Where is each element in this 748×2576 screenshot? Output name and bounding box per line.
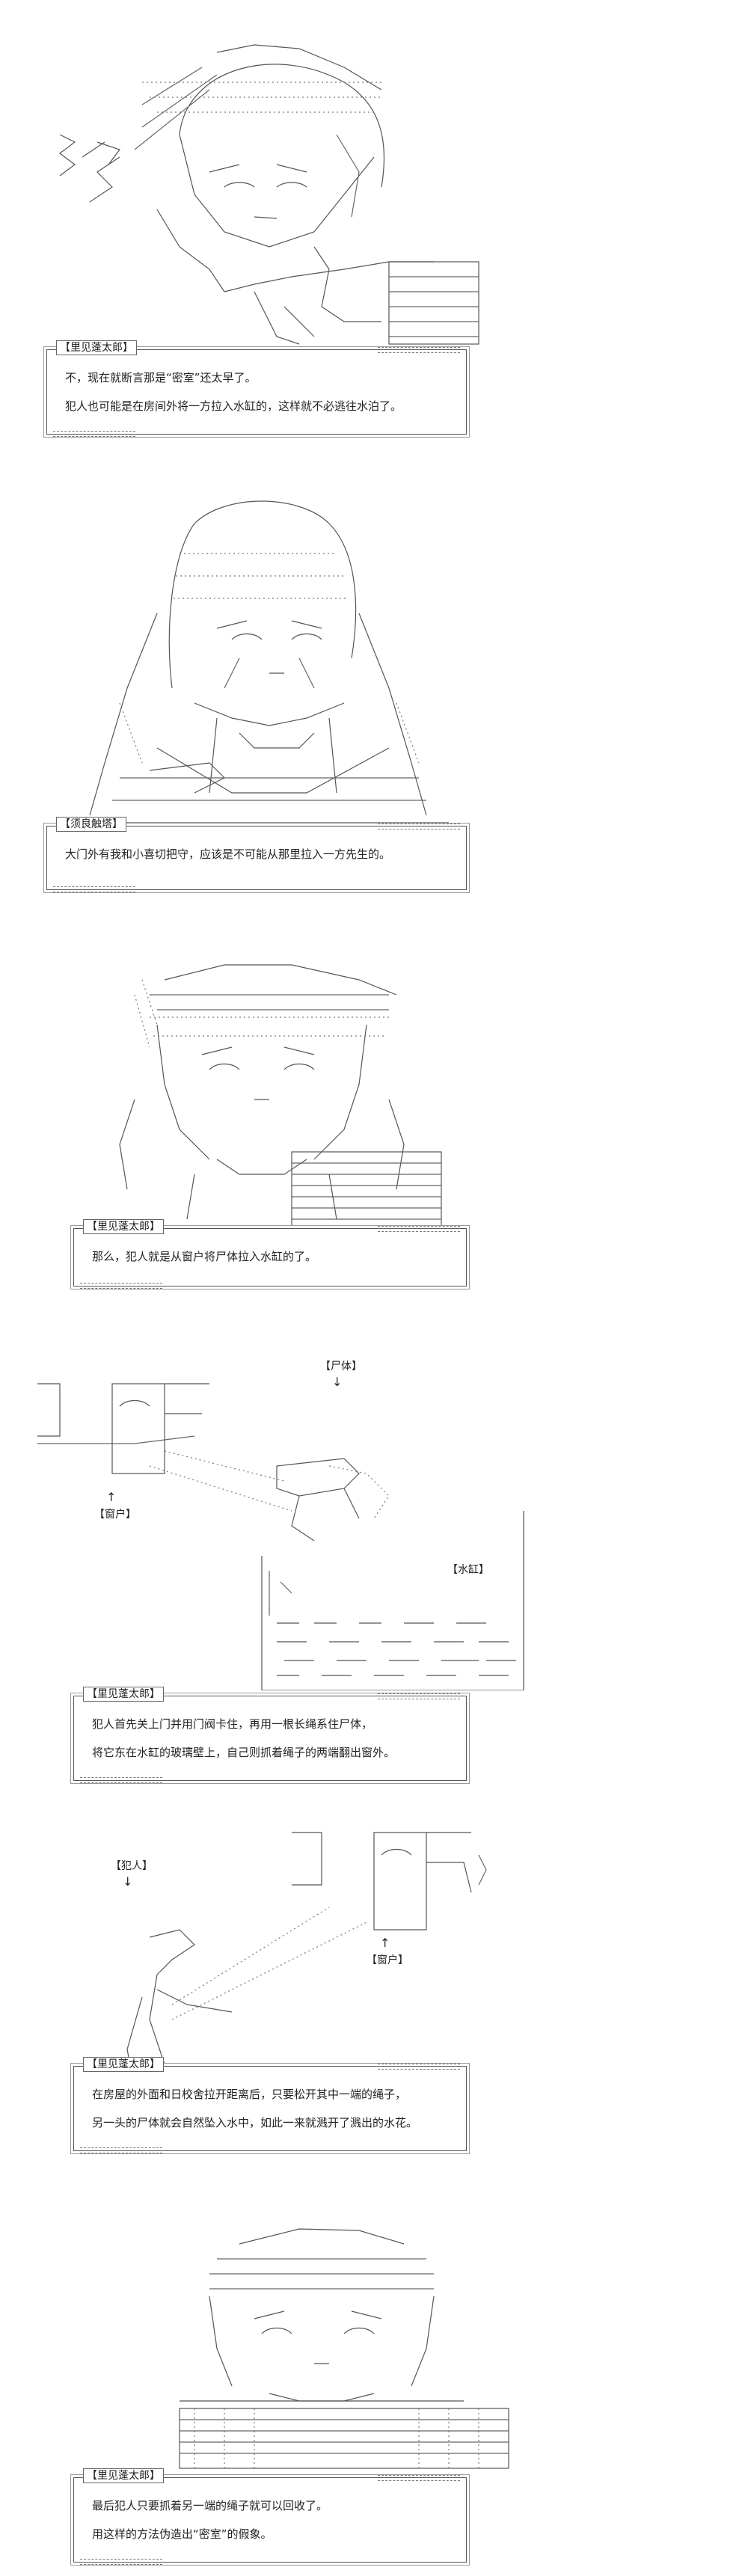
speaker-name: 【里见蓬太郎】	[83, 2468, 164, 2483]
dialog-box-4: 【里见蓬太郎】 犯人首先关上门并用门阀卡住，再用一根长绳系住尸体， 将它东在水缸…	[73, 1687, 467, 1783]
dialog-box-5: 【里见蓬太郎】 在房屋的外面和日校舍拉开距离后，只要松开其中一端的绳子， 另一头…	[73, 2057, 467, 2153]
character-art-3	[119, 964, 442, 1227]
dialog-line: 不，现在就断言那是“密室”还太早了。	[65, 371, 257, 384]
character-art-1	[59, 44, 479, 345]
dialog-box-3: 【里见蓬太郎】 那么，犯人就是从窗户将尸体拉入水缸的了。	[73, 1219, 467, 1289]
label-tank: 【水缸】	[447, 1564, 489, 1576]
dialog-decoration	[80, 1283, 162, 1289]
character-art-6	[179, 2228, 509, 2469]
panel-3: 【里见蓬太郎】 那么，犯人就是从窗户将尸体拉入水缸的了。	[0, 942, 748, 1294]
dialog-decoration	[80, 1777, 162, 1783]
scene-window-and-tank	[37, 1383, 524, 1690]
arrow-down-icon: ↓	[123, 1874, 133, 1889]
arrow-up-icon: ↑	[106, 1490, 117, 1504]
dialog-decoration	[378, 1226, 460, 1232]
speaker-name: 【里见蓬太郎】	[83, 2057, 164, 2072]
dialog-line: 最后犯人只要抓着另一端的绳子就可以回收了。	[92, 2499, 328, 2512]
panel-5: 【犯人】 ↓ ↑ 【窗户】 【里见蓬太郎】 在房屋的外面和日校舍拉开距离后，只要…	[0, 1810, 748, 2184]
character-art-2	[89, 500, 449, 824]
label-culprit: 【犯人】	[111, 1860, 153, 1872]
dialog-box-6: 【里见蓬太郎】 最后犯人只要抓着另一端的绳子就可以回收了。 用这样的方法伪造出“…	[73, 2468, 467, 2565]
dialog-line: 犯人也可能是在房间外将一方拉入水缸的，这样就不必逃往水泊了。	[65, 399, 402, 413]
dialog-decoration	[378, 1693, 460, 1699]
dialog-line: 在房屋的外面和日校舍拉开距离后，只要松开其中一端的绳子，	[92, 2088, 407, 2101]
dialog-line: 将它东在水缸的玻璃壁上，自己则抓着绳子的两端翻出窗外。	[92, 1746, 396, 1759]
dialog-text: 犯人首先关上门并用门阀卡住，再用一根长绳系住尸体， 将它东在水缸的玻璃壁上，自己…	[92, 1710, 453, 1767]
speaker-name: 【里见蓬太郎】	[83, 1219, 164, 1234]
dialog-text: 大门外有我和小喜切把守，应该是不可能从那里拉入一方先生的。	[65, 840, 453, 868]
panel-2: 【须良触塔】 大门外有我和小喜切把守，应该是不可能从那里拉入一方先生的。	[0, 464, 748, 913]
label-window: 【窗户】	[367, 1954, 408, 1966]
speaker-name: 【里见蓬太郎】	[83, 1687, 164, 1702]
dialog-decoration	[53, 431, 135, 437]
arrow-down-icon: ↓	[332, 1375, 343, 1389]
label-corpse: 【尸体】	[320, 1361, 362, 1373]
dialog-text: 在房屋的外面和日校舍拉开距离后，只要松开其中一端的绳子， 另一头的尸体就会自然坠…	[92, 2080, 453, 2137]
dialog-text: 那么，犯人就是从窗户将尸体拉入水缸的了。	[92, 1242, 453, 1271]
dialog-decoration	[53, 886, 135, 892]
dialog-line: 用这样的方法伪造出“密室”的假象。	[92, 2527, 272, 2541]
dialog-text: 最后犯人只要抓着另一端的绳子就可以回收了。 用这样的方法伪造出“密室”的假象。	[92, 2491, 453, 2548]
dialog-line: 那么，犯人就是从窗户将尸体拉入水缸的了。	[92, 1250, 317, 1263]
panel-4: 【尸体】 ↓ ↑ 【窗户】 【水缸】 【里见蓬太郎】 犯人首先关上门并用门阀卡住…	[0, 1331, 748, 1783]
label-window: 【窗户】	[94, 1509, 136, 1521]
dialog-line: 另一头的尸体就会自然坠入水中，如此一来就溅开了溅出的水花。	[92, 2116, 418, 2129]
dialog-text: 不，现在就断言那是“密室”还太早了。 犯人也可能是在房间外将一方拉入水缸的，这样…	[65, 364, 453, 420]
dialog-line: 犯人首先关上门并用门阀卡住，再用一根长绳系住尸体，	[92, 1717, 373, 1731]
speaker-name: 【须良触塔】	[56, 817, 126, 832]
dialog-decoration	[80, 2559, 162, 2565]
panel-6: 【里见蓬太郎】 最后犯人只要抓着另一端的绳子就可以回收了。 用这样的方法伪造出“…	[0, 2214, 748, 2576]
panel-1: 【里见蓬太郎】 不，现在就断言那是“密室”还太早了。 犯人也可能是在房间外将一方…	[0, 0, 748, 437]
dialog-box-1: 【里见蓬太郎】 不，现在就断言那是“密室”还太早了。 犯人也可能是在房间外将一方…	[46, 340, 467, 437]
dialog-decoration	[378, 2064, 460, 2070]
arrow-up-icon: ↑	[380, 1936, 390, 1950]
dialog-box-2: 【须良触塔】 大门外有我和小喜切把守，应该是不可能从那里拉入一方先生的。	[46, 817, 467, 892]
speaker-name: 【里见蓬太郎】	[56, 340, 137, 355]
dialog-line: 大门外有我和小喜切把守，应该是不可能从那里拉入一方先生的。	[65, 847, 391, 861]
dialog-decoration	[80, 2147, 162, 2153]
dialog-decoration	[378, 824, 460, 829]
dialog-decoration	[378, 347, 460, 353]
dialog-decoration	[378, 2475, 460, 2481]
